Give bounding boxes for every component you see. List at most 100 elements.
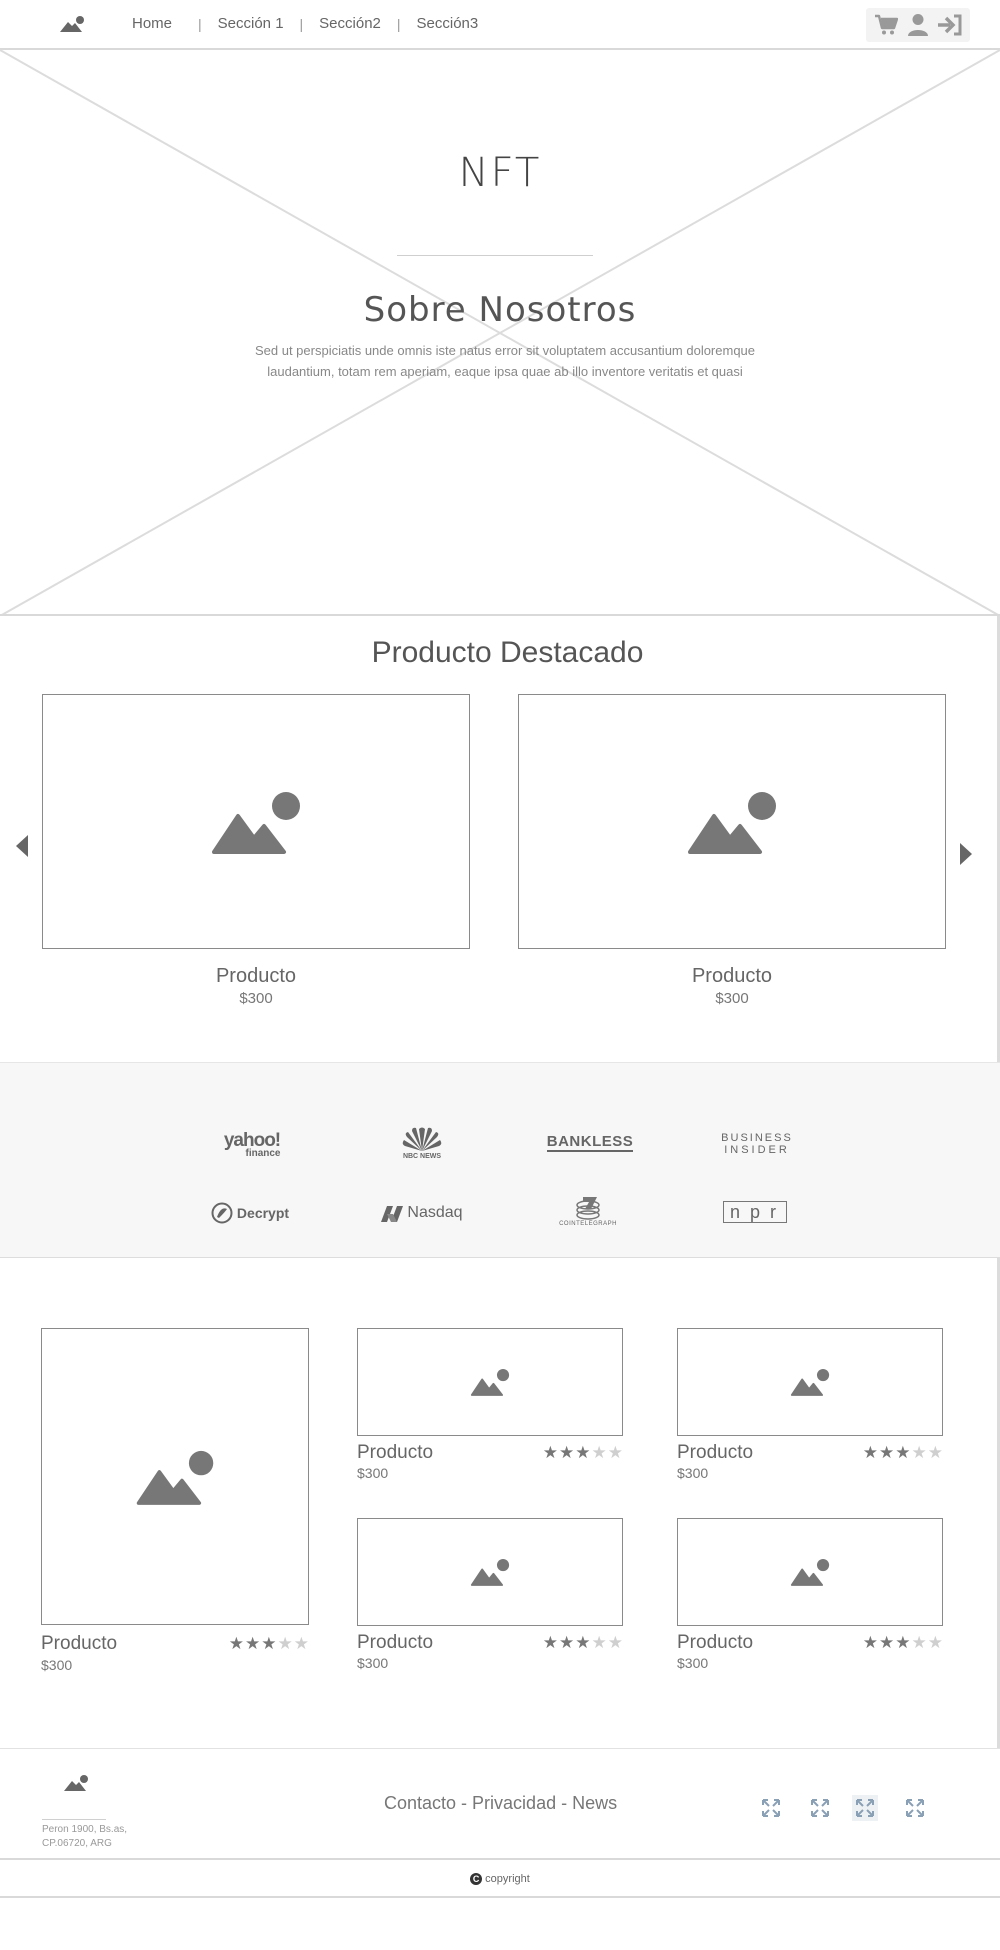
press-logos-section: yahoo! finance NBC NEWS BANKLESS BUSINES… (0, 1062, 1000, 1258)
login-icon[interactable] (936, 11, 964, 39)
star-filled-icon: ★ (862, 1633, 878, 1652)
logo-text: BANKLESS (546, 1133, 634, 1152)
featured-heading: Producto Destacado (371, 636, 644, 669)
footer-link-separator: - (556, 1793, 573, 1813)
footer-address: Peron 1900, Bs.as, CP.06720, ARG (42, 1823, 152, 1851)
image-placeholder-icon (212, 791, 300, 854)
copyright-icon: C (470, 1873, 483, 1885)
footer-link-news[interactable]: News (572, 1793, 618, 1813)
product-name: Producto (677, 1442, 754, 1463)
product-card-large[interactable]: Producto ★★★★★ $300 (41, 1328, 309, 1673)
nav-item-seccion-1[interactable]: Sección 1 (217, 15, 284, 32)
star-empty-icon: ★ (927, 1443, 943, 1462)
product-image-placeholder[interactable] (42, 694, 470, 949)
image-placeholder-icon (790, 1558, 830, 1586)
product-name: Producto (215, 965, 297, 987)
footer-links: Contacto - Privacidad - News (384, 1793, 617, 1814)
star-empty-icon: ★ (927, 1633, 943, 1652)
star-empty-icon: ★ (607, 1633, 623, 1652)
logo-business-insider: BUSINESS INSIDER (715, 1129, 799, 1159)
cointelegraph-icon (576, 1197, 600, 1220)
product-name: Producto (41, 1633, 118, 1654)
product-image-placeholder[interactable] (41, 1328, 309, 1625)
product-card[interactable]: Producto ★★★★★ $300 (677, 1518, 943, 1671)
site-footer: Peron 1900, Bs.as, CP.06720, ARG Contact… (0, 1748, 1000, 1860)
product-card[interactable]: Producto ★★★★★ $300 (677, 1328, 943, 1481)
user-icon[interactable] (904, 11, 932, 39)
product-image-placeholder[interactable] (357, 1518, 623, 1626)
footer-logo-icon[interactable] (62, 1773, 90, 1793)
nav-item-home[interactable]: Home (132, 15, 173, 32)
footer-link-privacidad[interactable]: Privacidad (472, 1793, 557, 1813)
copyright-bar: C copyright (0, 1862, 1000, 1898)
carousel-next-arrow-icon[interactable] (960, 843, 972, 865)
product-price: $300 (239, 990, 273, 1007)
image-placeholder-icon (470, 1368, 510, 1396)
logo-text: Nasdaq (407, 1204, 463, 1221)
carousel-prev-arrow-icon[interactable] (16, 835, 28, 857)
star-filled-icon: ★ (559, 1443, 575, 1462)
rating-stars: ★★★★★ (863, 1443, 943, 1463)
product-image-placeholder[interactable] (357, 1328, 623, 1436)
footer-link-contacto[interactable]: Contacto (384, 1793, 457, 1813)
star-filled-icon: ★ (542, 1633, 558, 1652)
star-filled-icon: ★ (575, 1443, 591, 1462)
rating-stars: ★★★★★ (543, 1443, 623, 1463)
expand-icon[interactable] (852, 1795, 878, 1821)
logo-text: COINTELEGRAPH (559, 1221, 617, 1227)
hero-banner: NFT Sobre Nosotros Sed ut perspiciatis u… (0, 50, 1000, 616)
logo-bankless: BANKLESS (545, 1131, 635, 1155)
product-price: $300 (677, 1655, 709, 1671)
product-price: $300 (677, 1465, 709, 1481)
footer-link-separator: - (456, 1793, 473, 1813)
featured-product-card[interactable]: Producto $300 (42, 694, 470, 1007)
expand-icon[interactable] (807, 1795, 833, 1821)
star-empty-icon: ★ (607, 1443, 623, 1462)
star-filled-icon: ★ (862, 1443, 878, 1462)
nasdaq-icon (381, 1206, 404, 1222)
star-filled-icon: ★ (542, 1443, 558, 1462)
logo-icon[interactable] (58, 14, 86, 34)
image-placeholder-icon (136, 1450, 214, 1505)
nav-item-seccion-3[interactable]: Sección3 (416, 15, 479, 32)
nav-item-seccion-2[interactable]: Sección2 (319, 15, 381, 32)
featured-product-card[interactable]: Producto $300 (518, 694, 946, 1007)
logo-npr: npr (720, 1199, 790, 1225)
logo-nbc-news: NBC NEWS (392, 1123, 452, 1163)
product-card[interactable]: Producto ★★★★★ $300 (357, 1518, 623, 1671)
star-filled-icon: ★ (559, 1633, 575, 1652)
cart-icon[interactable] (872, 11, 900, 39)
star-filled-icon: ★ (261, 1634, 277, 1653)
decrypt-icon (211, 1202, 233, 1224)
nbc-peacock-icon (402, 1127, 442, 1151)
logo-yahoo-finance: yahoo! finance (212, 1128, 292, 1162)
hero-subtitle: Sobre Nosotros (363, 290, 637, 330)
product-image-placeholder[interactable] (677, 1518, 943, 1626)
star-filled-icon: ★ (895, 1633, 911, 1652)
rating-stars: ★★★★★ (229, 1634, 309, 1654)
image-placeholder-icon (790, 1368, 830, 1396)
product-price: $300 (41, 1657, 73, 1673)
product-card[interactable]: Producto ★★★★★ $300 (357, 1328, 623, 1481)
logo-text: npr (722, 1201, 787, 1223)
copyright-text: copyright (485, 1873, 530, 1885)
star-filled-icon: ★ (895, 1443, 911, 1462)
expand-icon[interactable] (902, 1795, 928, 1821)
star-filled-icon: ★ (879, 1633, 895, 1652)
product-name: Producto (357, 1442, 434, 1463)
product-price: $300 (357, 1655, 389, 1671)
top-navbar: Home | Sección 1 | Sección2 | Sección3 (0, 0, 1000, 50)
expand-icon[interactable] (758, 1795, 784, 1821)
product-image-placeholder[interactable] (677, 1328, 943, 1436)
hero-title: NFT (458, 150, 542, 196)
star-empty-icon: ★ (277, 1634, 293, 1653)
product-image-placeholder[interactable] (518, 694, 946, 949)
star-filled-icon: ★ (228, 1634, 244, 1653)
logo-cointelegraph: COINTELEGRAPH (548, 1191, 628, 1231)
star-filled-icon: ★ (575, 1633, 591, 1652)
nav-separator: | (299, 15, 304, 32)
nav-separator: | (198, 15, 202, 32)
nav-icon-group (866, 8, 970, 42)
star-empty-icon: ★ (911, 1633, 927, 1652)
image-placeholder-icon (688, 791, 776, 854)
